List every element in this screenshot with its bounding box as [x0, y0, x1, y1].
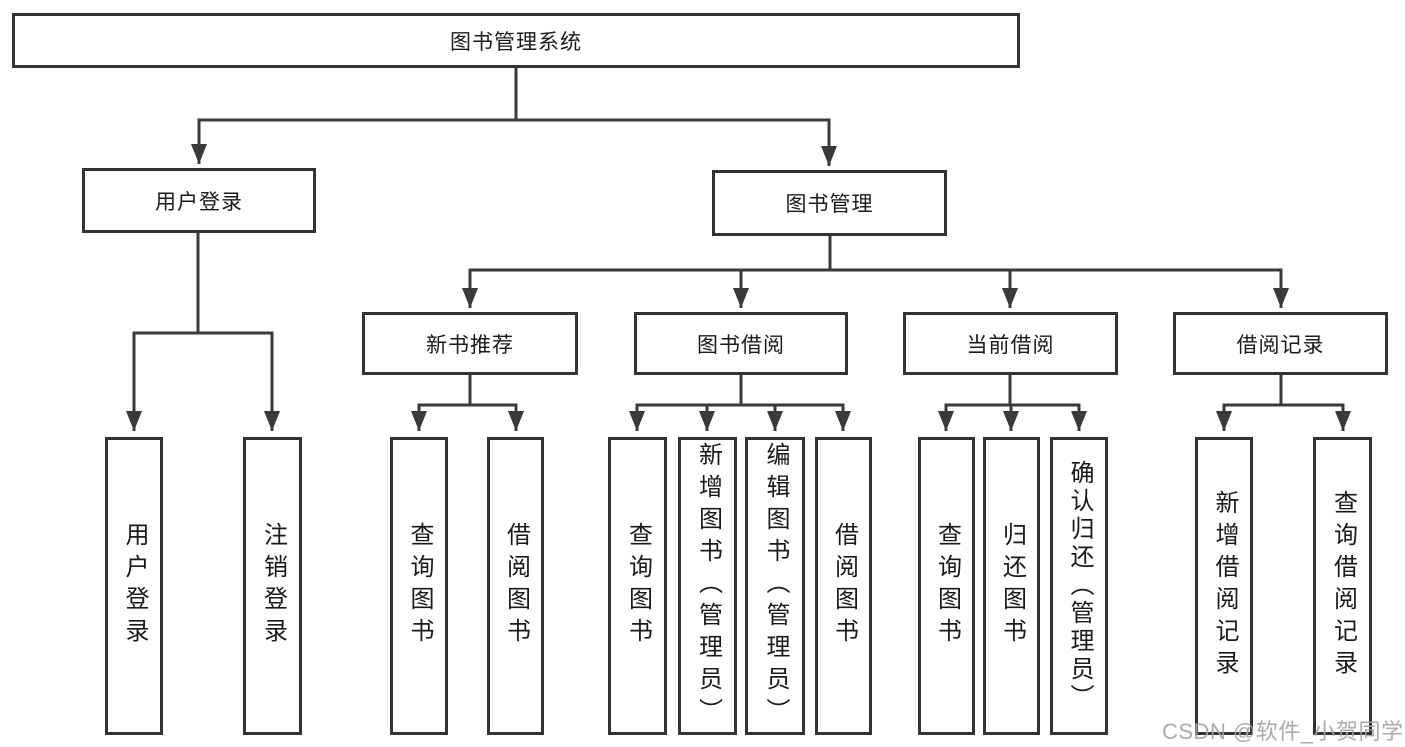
leaf-user-login: 用户登录: [105, 437, 163, 735]
leaf-label: 借阅图书: [502, 522, 530, 650]
node-user-login: 用户登录: [82, 168, 316, 233]
leaf-edit-book-admin: 编辑图书（管理员）: [745, 437, 805, 735]
leaf-confirm-return-admin: 确认归还（管理员）: [1050, 437, 1108, 735]
node-new-book-recommend: 新书推荐: [362, 312, 578, 375]
leaf-label: 新增图书（管理员）: [694, 442, 722, 730]
leaf-add-borrow-record: 新增借阅记录: [1195, 437, 1253, 735]
node-root-library-system: 图书管理系统: [12, 13, 1020, 68]
leaf-borrow-books-recommend: 借阅图书: [487, 437, 544, 735]
leaf-logout-login: 注销登录: [243, 437, 302, 735]
leaf-label: 查询图书: [624, 522, 652, 650]
node-borrowing-records: 借阅记录: [1173, 312, 1388, 375]
leaf-label: 新增借阅记录: [1211, 490, 1238, 682]
leaf-label: 查询图书: [406, 522, 433, 650]
leaf-label: 注销登录: [259, 522, 287, 650]
leaf-search-books-recommend: 查询图书: [390, 437, 448, 735]
leaf-search-borrow-record: 查询借阅记录: [1313, 437, 1372, 735]
node-book-management: 图书管理: [712, 170, 947, 236]
leaf-label: 确认归还（管理员）: [1066, 460, 1093, 712]
leaf-label: 编辑图书（管理员）: [762, 442, 789, 730]
watermark-csdn: CSDN @软件_小贺同学: [1162, 719, 1404, 744]
leaf-label: 用户登录: [121, 522, 148, 650]
node-book-borrowing: 图书借阅: [634, 312, 848, 375]
leaf-label: 查询图书: [933, 522, 961, 650]
leaf-label: 查询借阅记录: [1329, 490, 1357, 682]
leaf-search-books-borrowing: 查询图书: [608, 437, 667, 735]
leaf-borrow-books-borrowing: 借阅图书: [815, 437, 872, 735]
node-current-borrowing: 当前借阅: [903, 312, 1118, 375]
leaf-search-books-current: 查询图书: [918, 437, 975, 735]
leaf-return-books: 归还图书: [983, 437, 1040, 735]
leaf-add-book-admin: 新增图书（管理员）: [678, 437, 737, 735]
leaf-label: 归还图书: [998, 522, 1026, 650]
leaf-label: 借阅图书: [830, 522, 858, 650]
